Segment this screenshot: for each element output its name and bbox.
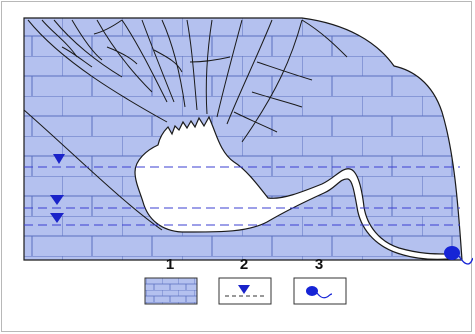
legend-number-3: 3 [314, 256, 324, 273]
legend-number-1: 1 [165, 256, 175, 273]
limestone-massif [23, 17, 463, 261]
spring-icon [293, 277, 347, 305]
spring-outlet [444, 246, 473, 265]
limestone-brick-icon [144, 277, 198, 305]
water-level-markers [50, 154, 65, 223]
water-level-icon [218, 277, 272, 305]
fracture-network [23, 19, 348, 231]
water-levels [24, 166, 460, 226]
cave-void [134, 115, 449, 260]
legend-number-2: 2 [239, 256, 249, 273]
